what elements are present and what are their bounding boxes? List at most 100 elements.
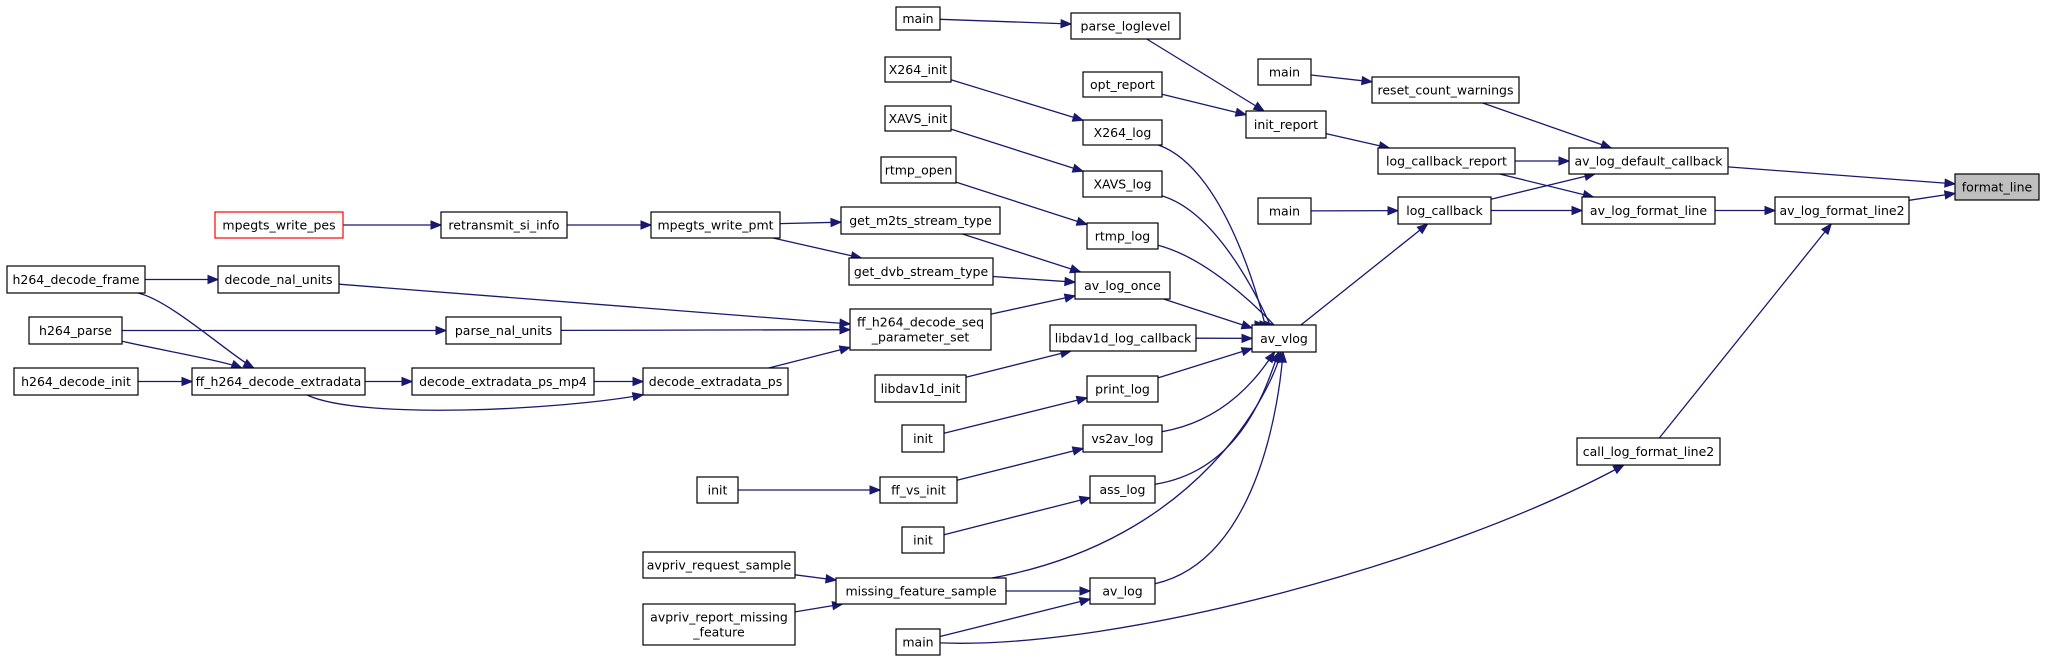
node-label: get_m2ts_stream_type: [849, 213, 992, 228]
node-x264-init[interactable]: X264_init: [884, 56, 952, 83]
node-decode-nal-units[interactable]: decode_nal_units: [217, 265, 340, 294]
edge-line: [939, 18, 1072, 25]
edge-parse_nal_units-to-ff_h264_decode_seq_parameter_set: [560, 324, 852, 335]
edge-line: [772, 237, 862, 259]
edge-line: [338, 283, 851, 325]
node-init3[interactable]: init: [901, 526, 945, 554]
node-parse-loglevel[interactable]: parse_loglevel: [1070, 12, 1181, 40]
arrowhead-icon: [839, 318, 852, 328]
node-box: [214, 211, 344, 239]
node-x264-log[interactable]: X264_log: [1082, 119, 1163, 146]
node-main2[interactable]: main: [1257, 58, 1312, 86]
node-libdav1d-init[interactable]: libdav1d_init: [874, 374, 967, 403]
node-xavs-init[interactable]: XAVS_init: [884, 105, 952, 132]
node-init2[interactable]: init: [696, 476, 739, 504]
node-main4[interactable]: main: [895, 628, 941, 656]
arrowhead-icon: [230, 359, 244, 369]
node-box: [880, 156, 957, 184]
node-ass-log[interactable]: ass_log: [1089, 475, 1156, 504]
node-h264-decode-frame[interactable]: h264_decode_frame: [6, 265, 146, 294]
node-xavs-log[interactable]: XAVS_log: [1082, 170, 1163, 198]
node-missing-feature-sample[interactable]: missing_feature_sample: [835, 577, 1007, 605]
node-avpriv-request-sample[interactable]: avpriv_request_sample: [642, 551, 796, 579]
edge-avpriv_request_sample-to-missing_feature_sample: [794, 573, 838, 584]
node-box: [884, 56, 952, 83]
node-box: [191, 367, 366, 396]
node-format-line[interactable]: format_line: [1954, 173, 2040, 201]
node-print-log[interactable]: print_log: [1086, 375, 1159, 403]
node-av-log[interactable]: av_log: [1089, 577, 1156, 605]
node-label: h264_decode_init: [21, 374, 131, 389]
node-rtmp-open[interactable]: rtmp_open: [880, 156, 957, 184]
arrowhead-icon: [1078, 495, 1092, 505]
node-call-log-format-line2[interactable]: call_log_format_line2: [1576, 437, 1721, 466]
node-label: h264_parse: [39, 323, 112, 338]
node-opt-report[interactable]: opt_report: [1082, 71, 1163, 98]
node-label: av_log_default_callback: [1574, 154, 1723, 169]
node-label: vs2av_log: [1091, 431, 1153, 446]
node-box: [1074, 271, 1171, 300]
arrowhead-icon: [1064, 276, 1077, 287]
node-label: av_vlog: [1260, 331, 1308, 346]
node-label: XAVS_log: [1093, 177, 1151, 192]
node-decode-extradata-ps[interactable]: decode_extradata_ps: [642, 367, 789, 396]
node-av-log-once[interactable]: av_log_once: [1074, 271, 1171, 300]
arrowhead-icon: [1361, 75, 1374, 86]
node-box: [1245, 110, 1327, 139]
node-av-vlog[interactable]: av_vlog: [1251, 324, 1317, 353]
arrowhead-icon: [1071, 112, 1085, 122]
arrowhead-icon: [632, 376, 645, 387]
edge-main3-to-log_callback: [1310, 205, 1400, 216]
node-label: rtmp_open: [885, 163, 953, 178]
node-retransmit-si-info[interactable]: retransmit_si_info: [440, 211, 568, 239]
arrowhead-icon: [1571, 205, 1584, 216]
node-h264-decode-init[interactable]: h264_decode_init: [13, 367, 139, 396]
node-box: [28, 316, 123, 345]
arrowhead-icon: [1063, 293, 1077, 303]
node-main1[interactable]: main: [895, 6, 941, 31]
node-mpegts-write-pes[interactable]: mpegts_write_pes: [214, 211, 344, 239]
edge-get_dvb_stream_type-to-av_log_once: [992, 275, 1077, 287]
node-init-report[interactable]: init_report: [1245, 110, 1327, 139]
node-avpriv-report-missing-feature[interactable]: avpriv_report_missing_feature: [642, 603, 796, 646]
node-get-dvb-stream-type[interactable]: get_dvb_stream_type: [848, 257, 994, 286]
edge-ff_h264_decode_seq_parameter_set-to-av_log_once: [990, 293, 1077, 315]
node-rtmp-log[interactable]: rtmp_log: [1086, 222, 1159, 250]
node-vs2av-log[interactable]: vs2av_log: [1082, 424, 1163, 453]
node-decode-extradata-ps-mp4[interactable]: decode_extradata_ps_mp4: [411, 367, 595, 396]
node-box: [1082, 71, 1163, 98]
node-box: [642, 551, 796, 579]
arrowhead-icon: [1060, 18, 1073, 29]
node-box: [411, 367, 595, 396]
node-label: parse_loglevel: [1081, 19, 1171, 34]
node-av-log-default-callback[interactable]: av_log_default_callback: [1568, 147, 1729, 175]
node-ff-h264-decode-seq-parameter-set[interactable]: ff_h264_decode_seq_parameter_set: [849, 308, 992, 351]
node-h264-parse[interactable]: h264_parse: [28, 316, 123, 345]
node-box: [217, 265, 340, 294]
edge-h264_decode_frame-to-ff_h264_decode_extradata: [137, 292, 255, 369]
node-av-log-format-line[interactable]: av_log_format_line: [1581, 196, 1716, 225]
node-main3[interactable]: main: [1257, 197, 1312, 225]
arrowhead-icon: [825, 573, 838, 584]
node-mpegts-write-pmt[interactable]: mpegts_write_pmt: [650, 211, 781, 239]
node-av-log-format-line2[interactable]: av_log_format_line2: [1774, 196, 1910, 225]
edge-h264_decode_frame-to-decode_nal_units: [145, 274, 220, 285]
node-reset-count-warnings[interactable]: reset_count_warnings: [1371, 76, 1520, 104]
arrowhead-icon: [1416, 223, 1429, 235]
node-label: log_callback: [1406, 203, 1483, 218]
node-box: [879, 476, 958, 504]
arrowhead-icon: [1944, 178, 1957, 188]
node-parse-nal-units[interactable]: parse_nal_units: [445, 316, 562, 345]
node-init1[interactable]: init: [901, 424, 945, 453]
node-ff-h264-decode-extradata[interactable]: ff_h264_decode_extradata: [191, 367, 366, 396]
node-get-m2ts-stream-type[interactable]: get_m2ts_stream_type: [840, 206, 1001, 235]
edge-line: [955, 181, 1088, 226]
node-libdav1d-log-callback[interactable]: libdav1d_log_callback: [1049, 324, 1197, 352]
arrowhead-icon: [1078, 597, 1092, 607]
node-log-callback-report[interactable]: log_callback_report: [1377, 147, 1516, 175]
node-log-callback[interactable]: log_callback: [1397, 196, 1492, 225]
edge-libdav1d_log_callback-to-av_vlog: [1195, 333, 1254, 344]
node-ff-vs-init[interactable]: ff_vs_init: [879, 476, 958, 504]
